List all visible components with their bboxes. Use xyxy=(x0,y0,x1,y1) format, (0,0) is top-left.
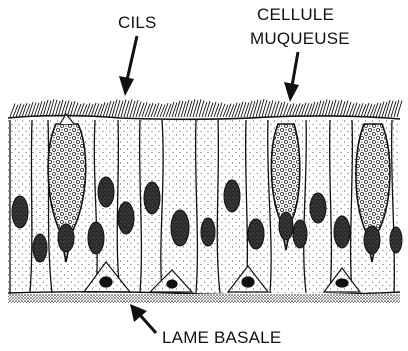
label-basal-lamina: LAME BASALE xyxy=(162,328,281,347)
label-mucous-cell-line2: MUQUEUSE xyxy=(250,29,350,48)
arrow-cilia xyxy=(119,36,137,96)
label-mucous-cell-line1: CELLULE xyxy=(257,5,334,24)
basal-lamina xyxy=(8,292,400,303)
arrow-mucous-cell xyxy=(284,52,299,102)
label-cilia: CILS xyxy=(118,13,157,32)
arrow-basal-lamina xyxy=(130,304,156,333)
